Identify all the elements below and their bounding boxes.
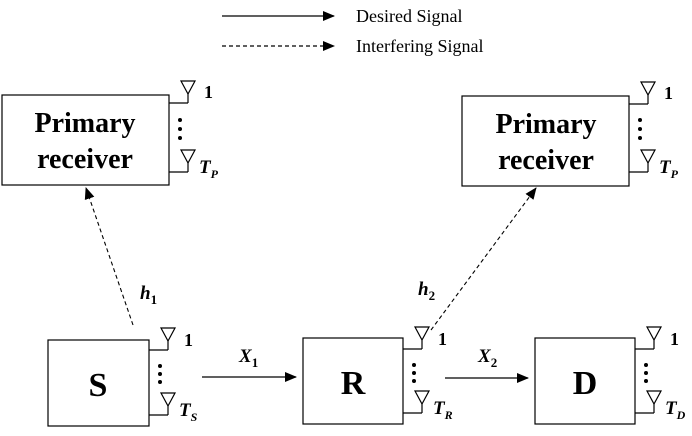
node-s-box bbox=[47, 339, 150, 427]
interference-link-h2 bbox=[430, 187, 537, 331]
legend: Desired Signal Interfering Signal bbox=[222, 6, 483, 56]
primary-receiver-left-box bbox=[1, 94, 170, 186]
antenna-icon bbox=[160, 392, 176, 416]
primary-receiver-right: Primary receiver 1 TP bbox=[461, 81, 679, 187]
ellipsis-icon bbox=[644, 363, 648, 383]
antenna-icon bbox=[414, 326, 430, 350]
antenna-icon bbox=[180, 149, 196, 173]
legend-desired-label: Desired Signal bbox=[356, 6, 462, 26]
antenna-icon bbox=[160, 327, 176, 351]
antenna-count-label: 1 bbox=[670, 329, 679, 349]
node-r-box bbox=[302, 337, 404, 425]
antenna-icon bbox=[640, 81, 656, 105]
link-label-h2: h2 bbox=[418, 279, 435, 303]
node-d-box bbox=[534, 337, 636, 425]
antenna-count-label: 1 bbox=[204, 82, 213, 102]
link-label-x2: X2 bbox=[477, 346, 497, 370]
antenna-icon bbox=[414, 390, 430, 414]
interference-link-h1 bbox=[84, 187, 134, 326]
primary-receiver-right-box bbox=[461, 95, 630, 187]
antenna-total-label: TD bbox=[665, 398, 686, 422]
antenna-icon bbox=[646, 390, 662, 414]
primary-receiver-left-line1: Primary bbox=[34, 108, 135, 139]
antenna-count-label: 1 bbox=[438, 329, 447, 349]
ellipsis-icon bbox=[158, 364, 162, 384]
antenna-total-label: TP bbox=[659, 157, 679, 181]
node-d-label: D bbox=[573, 365, 598, 402]
node-r: R 1 TR bbox=[302, 326, 453, 425]
antenna-total-label: TP bbox=[199, 157, 219, 181]
ellipsis-icon bbox=[412, 363, 416, 383]
link-label-x1: X1 bbox=[238, 346, 258, 370]
primary-receiver-left-line2: receiver bbox=[37, 144, 133, 175]
primary-receiver-left: Primary receiver 1 TP bbox=[1, 80, 219, 186]
legend-interfering-label: Interfering Signal bbox=[356, 36, 483, 56]
antenna-icon bbox=[180, 80, 196, 104]
antenna-total-label: TR bbox=[433, 398, 453, 422]
node-d: D 1 TD bbox=[534, 326, 686, 425]
antenna-count-label: 1 bbox=[184, 330, 193, 350]
primary-receiver-right-line1: Primary bbox=[495, 109, 596, 140]
ellipsis-icon bbox=[638, 118, 642, 140]
antenna-icon bbox=[640, 149, 656, 173]
node-s: S 1 TS bbox=[47, 327, 198, 427]
antenna-icon bbox=[646, 326, 662, 350]
primary-receiver-right-line2: receiver bbox=[498, 145, 594, 176]
link-label-h1: h1 bbox=[140, 283, 157, 307]
ellipsis-icon bbox=[178, 118, 182, 140]
antenna-total-label: TS bbox=[179, 400, 198, 424]
antenna-count-label: 1 bbox=[664, 83, 673, 103]
node-s-label: S bbox=[89, 367, 108, 404]
node-r-label: R bbox=[341, 365, 366, 402]
